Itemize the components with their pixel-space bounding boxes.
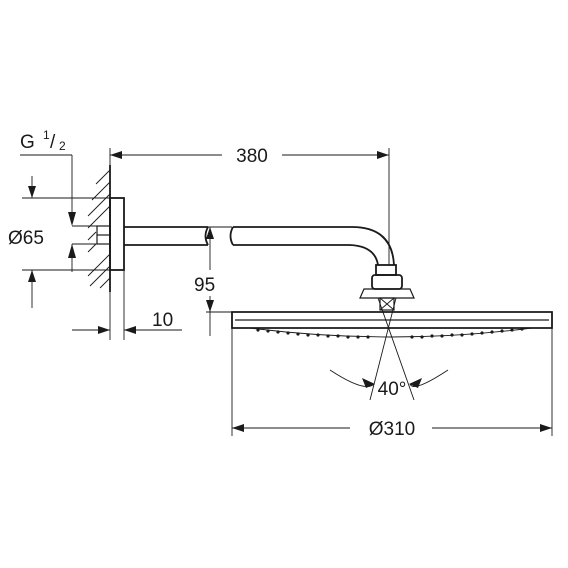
dimension-label-40: 40° [378,379,407,400]
dimension-thread: G 1 / 2 [20,128,97,272]
shower-arm [124,226,415,311]
spray-nozzles [256,327,524,339]
dimension-flange: Ø65 [8,176,110,308]
dimension-label-65: Ø65 [8,228,44,249]
thread-slash: / [50,132,56,153]
shower-head [231,311,553,339]
dimension-label-380: 380 [236,146,268,167]
dimension-head-diameter: Ø310 [231,328,553,440]
dimension-label-95: 95 [194,275,215,296]
dimension-spray-angle: 40° [329,297,449,401]
dimension-arm-length: 380 [109,146,390,265]
dimension-label-10: 10 [152,310,173,331]
wall-flange [96,197,125,271]
wall [87,165,111,292]
dimension-label-310: Ø310 [369,419,415,440]
thread-numerator: 1 [43,128,50,142]
dimension-offset: 10 [72,270,182,340]
dimension-drop: 95 [176,226,232,336]
thread-prefix: G [20,132,35,153]
thread-denominator: 2 [59,139,66,153]
